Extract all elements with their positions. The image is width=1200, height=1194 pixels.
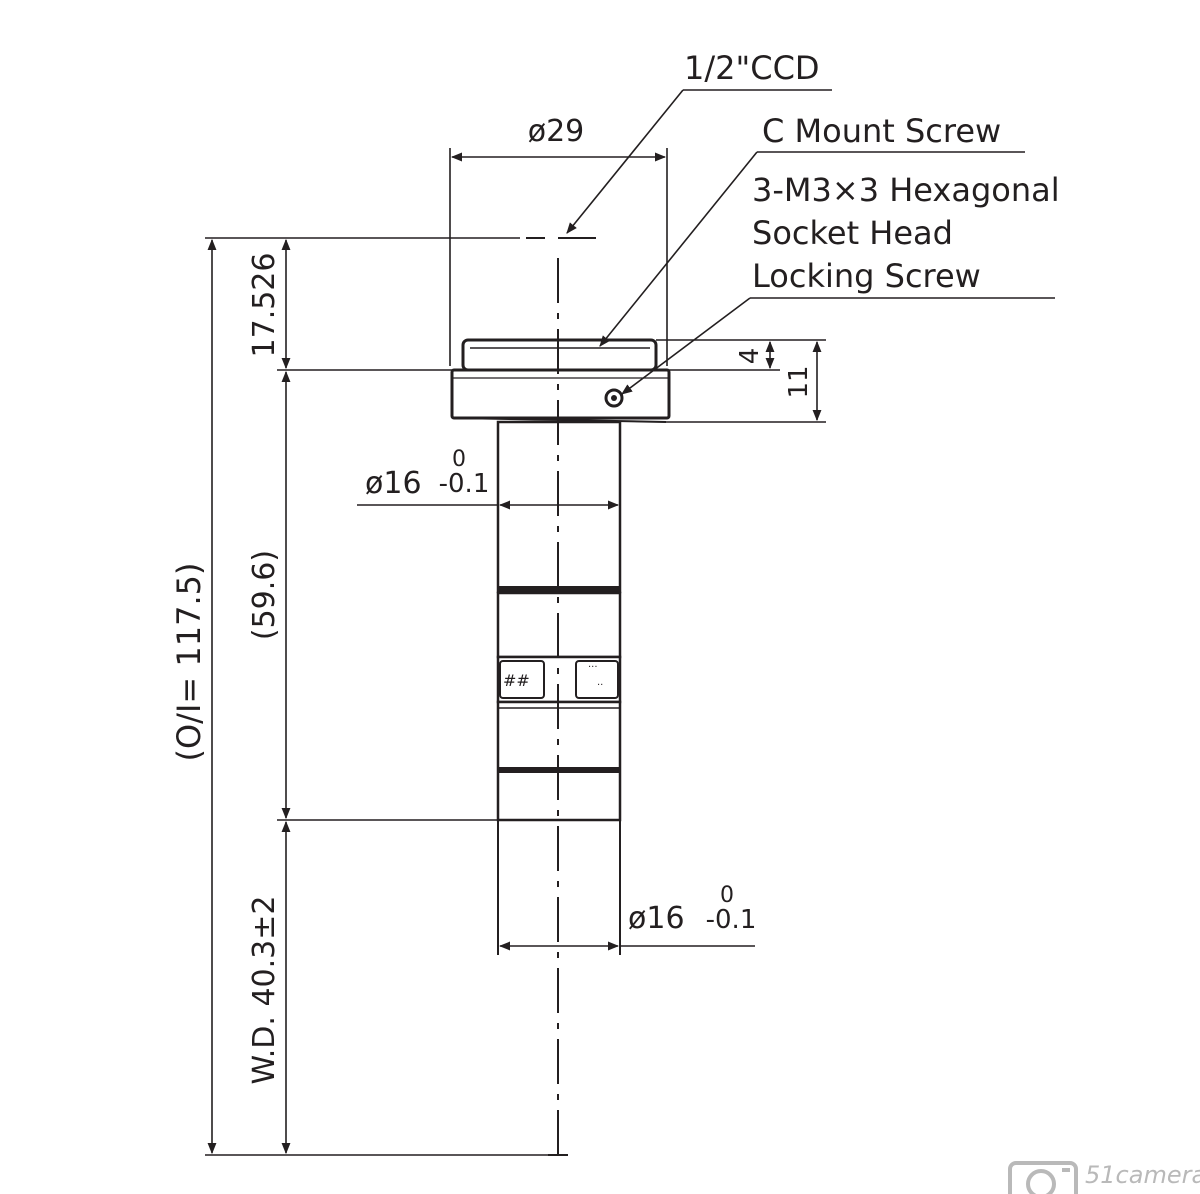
flange-back-label: 17.526 bbox=[247, 253, 282, 358]
left-window-mark: ## bbox=[503, 671, 530, 690]
upper-diameter-label: ø16 bbox=[365, 466, 422, 501]
lower-diameter-callout: ø16 0 -0.1 bbox=[628, 883, 756, 936]
ring-band bbox=[498, 586, 620, 593]
thread-length-label: 4 bbox=[735, 348, 765, 365]
left-window bbox=[499, 660, 545, 699]
upper-tolerance-upper: 0 bbox=[452, 447, 466, 472]
right-window-mark-top: ··· bbox=[588, 662, 598, 673]
optical-center-line bbox=[526, 237, 596, 1156]
camera-logo-icon bbox=[1008, 1161, 1078, 1194]
lower-tolerance-upper: 0 bbox=[720, 883, 734, 908]
right-window-mark-bottom: ·· bbox=[597, 680, 603, 691]
upper-tolerance-lower: -0.1 bbox=[439, 469, 490, 499]
body-length-label: (59.6) bbox=[247, 550, 282, 640]
locking-screw-label-line2: Socket Head bbox=[752, 214, 953, 252]
c-mount-label: C Mount Screw bbox=[762, 112, 1001, 150]
locking-screw-label-line1: 3-M3×3 Hexagonal bbox=[752, 171, 1060, 209]
lower-tolerance-lower: -0.1 bbox=[706, 905, 757, 935]
leader-lines bbox=[566, 89, 1055, 395]
mount-length-label: 11 bbox=[784, 365, 814, 398]
lower-diameter-label: ø16 bbox=[628, 901, 685, 936]
c-mount-thread bbox=[461, 338, 658, 372]
working-distance-label: W.D. 40.3±2 bbox=[247, 896, 282, 1085]
locking-screw-label-line3: Locking Screw bbox=[752, 257, 981, 295]
watermark-logo: 51camera bbox=[1008, 1161, 1200, 1194]
watermark-brand: 51camera bbox=[1085, 1161, 1200, 1189]
mount-collar bbox=[450, 368, 671, 420]
object-to-image-label: (O/I= 117.5) bbox=[170, 563, 208, 762]
upper-diameter-callout: ø16 0 -0.1 bbox=[365, 447, 489, 501]
flange-diameter-label: ø29 bbox=[528, 114, 585, 149]
ccd-label: 1/2"CCD bbox=[684, 49, 820, 87]
right-window bbox=[575, 660, 619, 699]
extension-lines bbox=[205, 148, 826, 1156]
lens-body: ## ··· ·· bbox=[450, 338, 671, 955]
dimension-lines bbox=[207, 152, 822, 1155]
